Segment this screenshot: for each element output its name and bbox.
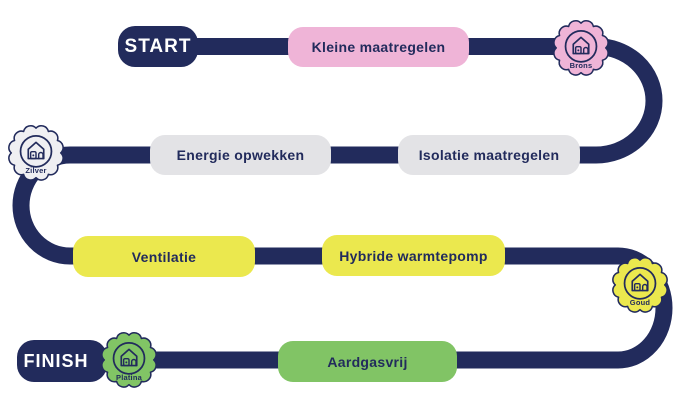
- badge-brons: Brons: [548, 18, 614, 84]
- route-path-line: [12, 38, 673, 369]
- step-isolatie-maatregelen: Isolatie maatregelen: [398, 135, 580, 175]
- step-label: Energie opwekken: [176, 147, 305, 163]
- finish-marker: FINISH: [17, 340, 107, 382]
- seal-rosette-icon: [548, 18, 614, 84]
- step-kleine-maatregelen: Kleine maatregelen: [288, 27, 469, 67]
- badge-label: Platina: [116, 373, 142, 382]
- badge-zilver: Zilver: [3, 123, 69, 189]
- start-marker: START: [118, 26, 198, 67]
- step-label: Ventilatie: [131, 248, 197, 265]
- badge-label: Zilver: [25, 166, 47, 175]
- badge-label: Brons: [569, 61, 593, 70]
- seal-rosette-icon: [3, 123, 69, 189]
- seal-rosette-icon: [607, 255, 673, 321]
- step-label: Aardgasvrij: [327, 353, 408, 370]
- badge-goud: Goud: [607, 255, 673, 321]
- start-label: START: [124, 35, 192, 57]
- badge-platina: Platina: [96, 330, 162, 396]
- step-label: Kleine maatregelen: [311, 39, 446, 55]
- step-hybride-warmtepomp: Hybride warmtepomp: [322, 235, 505, 276]
- step-energie-opwekken: Energie opwekken: [150, 135, 331, 175]
- finish-label: FINISH: [23, 350, 89, 371]
- step-ventilatie: Ventilatie: [73, 236, 255, 277]
- step-label: Hybride warmtepomp: [339, 247, 488, 264]
- badge-label: Goud: [629, 298, 651, 307]
- step-label: Isolatie maatregelen: [418, 147, 560, 163]
- step-aardgasvrij: Aardgasvrij: [278, 341, 457, 382]
- seal-rosette-icon: [96, 330, 162, 396]
